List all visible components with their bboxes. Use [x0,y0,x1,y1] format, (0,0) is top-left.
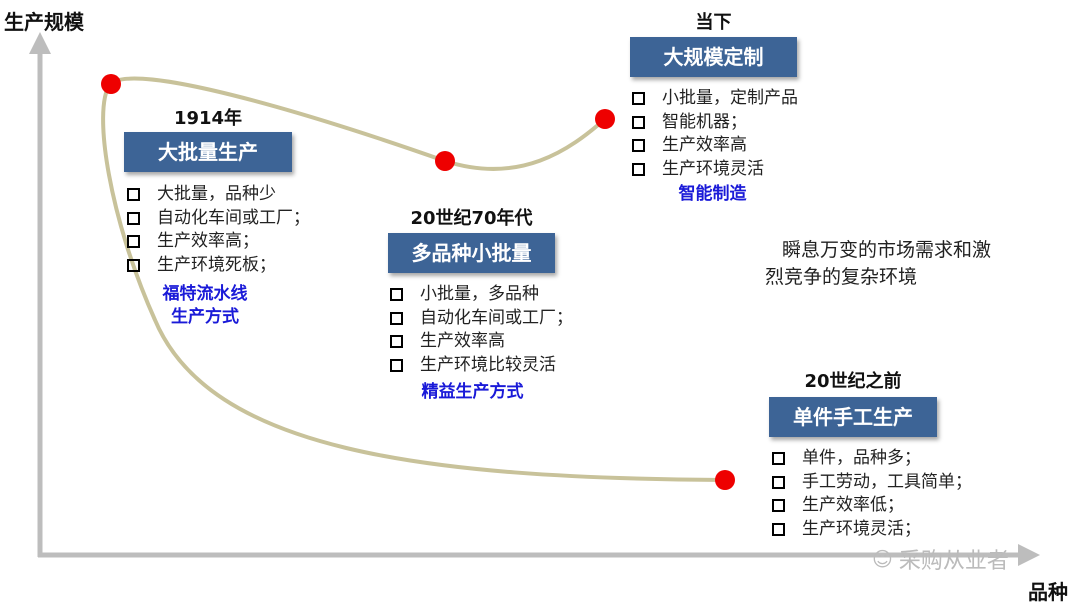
stage-title: 大规模定制 [630,37,797,77]
list-item: 生产环境灵活； [772,518,972,542]
checkbox-icon [632,92,645,106]
stage-list: 大批量，品种少 自动化车间或工厂； 生产效率高； 生产环境死板； [127,183,310,277]
checkbox-icon [390,358,403,372]
checkbox-icon [632,115,645,129]
production-mode: 福特流水线生产方式 [162,284,248,327]
stage-title: 单件手工生产 [769,397,937,437]
x-axis-label: 品种 [1028,580,1068,604]
stage-period: 20世纪70年代 [410,208,533,229]
checkbox-icon [772,452,785,466]
y-axis-arrow-icon [29,32,51,54]
list-item: 生产环境比较灵活 [390,354,573,378]
checkbox-icon [127,235,140,249]
stage-period: 1914年 [173,108,243,129]
point-multi-variety [435,151,455,171]
watermark: ☺ 采购从业者 [872,547,1009,574]
checkbox-icon [390,335,403,349]
x-axis-arrow-icon [1018,544,1040,566]
list-item: 生产效率高； [127,230,310,254]
checkbox-icon [772,499,785,513]
checkbox-icon [772,475,785,489]
list-item: 自动化车间或工厂； [390,307,573,331]
list-item: 生产环境灵活 [632,158,798,182]
checkbox-icon [772,522,785,536]
stage-title: 多品种小批量 [388,233,555,273]
y-axis-label: 生产规模 [4,10,84,34]
checkbox-icon [632,139,645,153]
checkbox-icon [127,211,140,225]
production-mode: 智能制造 [678,184,747,204]
list-item: 小批量，定制产品 [632,87,798,111]
stage-list: 小批量，多品种 自动化车间或工厂； 生产效率高 生产环境比较灵活 [390,283,573,377]
production-mode: 精益生产方式 [421,382,524,402]
stage-list: 单件，品种多； 手工劳动，工具简单； 生产效率低； 生产环境灵活； [772,447,972,541]
stage-period: 当下 [695,12,732,33]
stage-list: 小批量，定制产品 智能机器； 生产效率高 生产环境灵活 [632,87,798,181]
checkbox-icon [632,162,645,176]
point-craft-production [715,470,735,490]
evolution-curve [101,76,726,482]
point-mass-customization [595,109,615,129]
checkbox-icon [390,288,403,302]
point-mass-production [101,74,121,94]
list-item: 智能机器； [632,111,798,135]
list-item: 单件，品种多； [772,447,972,471]
checkbox-icon [127,258,140,272]
list-item: 自动化车间或工厂； [127,207,310,231]
list-item: 手工劳动，工具简单； [772,471,972,495]
list-item: 生产效率低； [772,494,972,518]
checkbox-icon [127,188,140,202]
checkbox-icon [390,311,403,325]
wechat-icon: ☺ [872,547,893,571]
stage-title: 大批量生产 [124,132,292,172]
list-item: 生产环境死板； [127,254,310,278]
environment-note: 瞬息万变的市场需求和激烈竞争的复杂环境 [765,239,992,288]
list-item: 生产效率高 [390,330,573,354]
stage-period: 20世纪之前 [804,371,902,392]
list-item: 生产效率高 [632,134,798,158]
list-item: 小批量，多品种 [390,283,573,307]
list-item: 大批量，品种少 [127,183,310,207]
